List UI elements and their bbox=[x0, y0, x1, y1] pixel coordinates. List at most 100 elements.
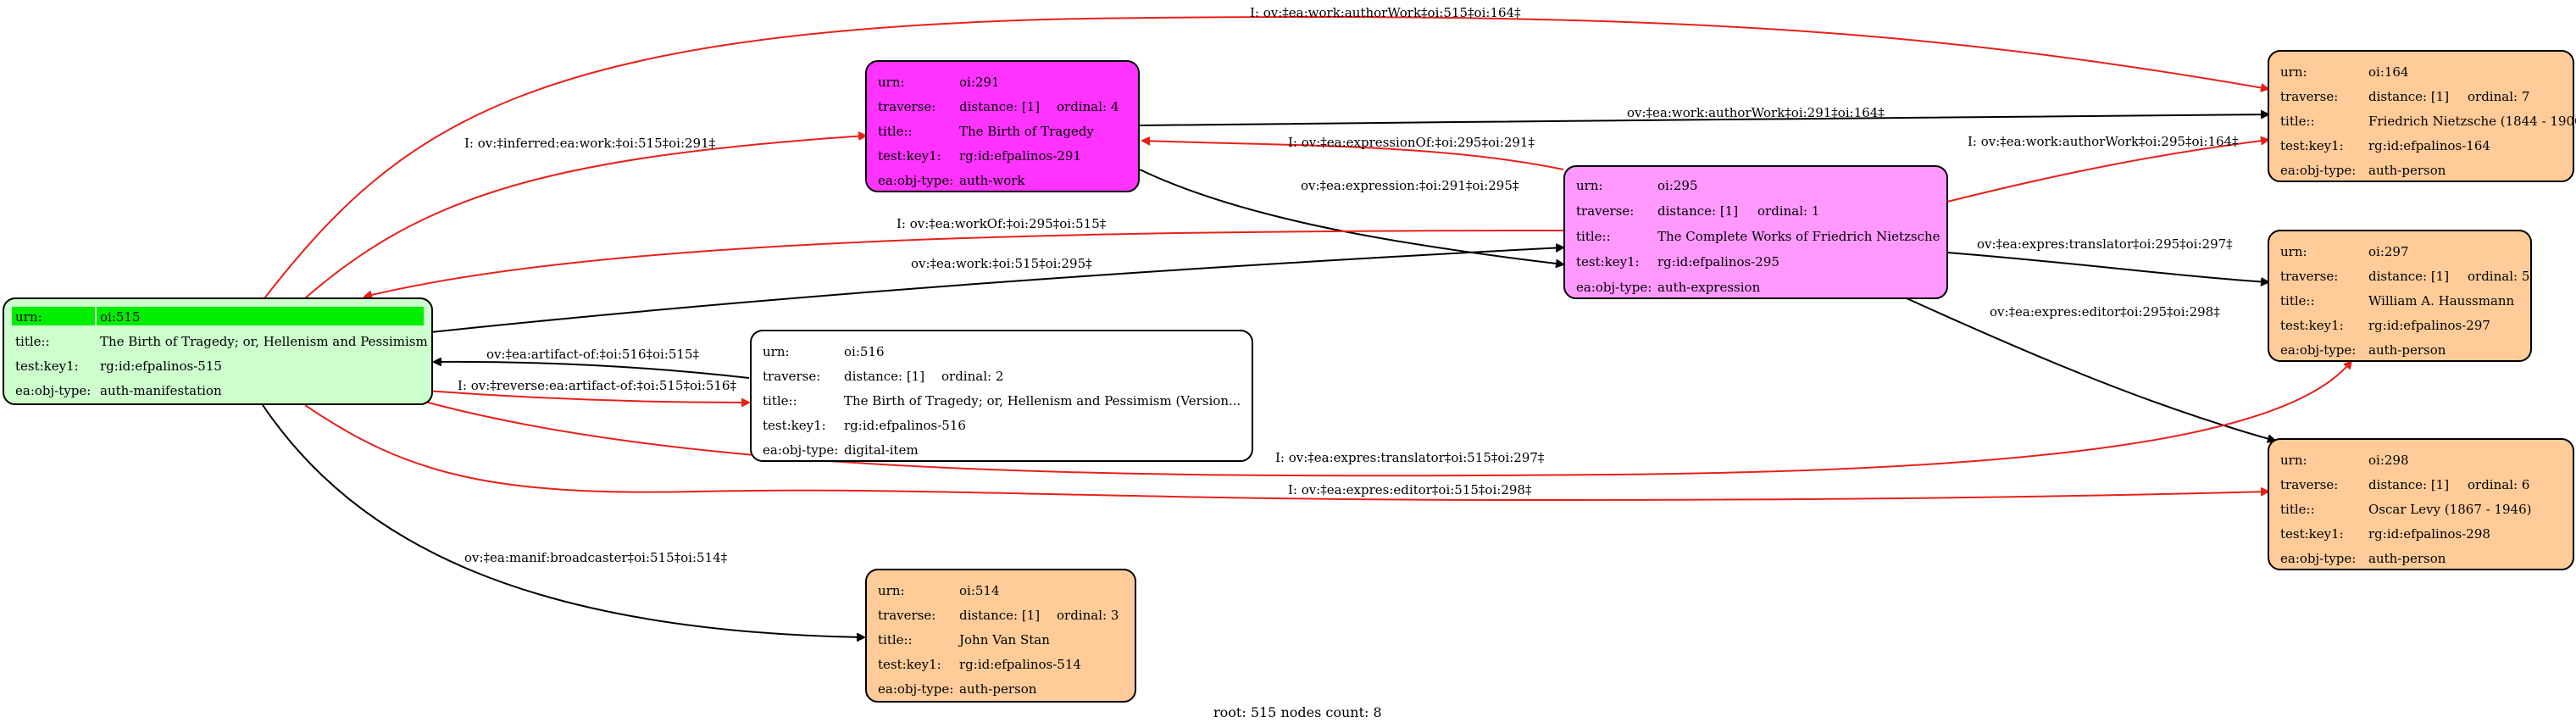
field-label-type: ea:obj-type: bbox=[763, 442, 838, 458]
field-label-urn: urn: bbox=[15, 309, 42, 325]
field-value-ordinal: ordinal: 3 bbox=[1057, 608, 1119, 623]
field-label-key: test:key1: bbox=[878, 148, 941, 164]
edge-515-514-broadcaster: ov:‡ea:manif:broadcaster‡oi:515‡oi:514‡ bbox=[262, 404, 864, 637]
edge-label: ov:‡ea:expres:translator‡oi:295‡oi:297‡ bbox=[1977, 236, 2233, 252]
field-value-distance: distance: [1] bbox=[959, 608, 1040, 623]
field-value-distance: distance: [1] bbox=[2368, 89, 2449, 104]
edge-label: ov:‡ea:manif:broadcaster‡oi:515‡oi:514‡ bbox=[464, 550, 728, 565]
field-label-traverse: traverse: bbox=[763, 369, 820, 384]
field-value-key: rg:id:efpalinos-291 bbox=[959, 148, 1081, 164]
field-label-urn: urn: bbox=[2280, 453, 2307, 468]
edge-295-297-translator: ov:‡ea:expres:translator‡oi:295‡oi:297‡ bbox=[1946, 236, 2268, 282]
field-label-key: test:key1: bbox=[763, 418, 826, 433]
edge-515-297-translator: I: ov:‡ea:expres:translator‡oi:515‡oi:29… bbox=[406, 361, 2351, 477]
edge-label: ov:‡ea:expres:editor‡oi:295‡oi:298‡ bbox=[1990, 304, 2220, 320]
field-label-urn: urn: bbox=[1576, 178, 1603, 193]
field-value-distance: distance: [1] bbox=[2368, 269, 2449, 284]
node-oi-164[interactable]: urn: oi:164 traverse: distance: [1] ordi… bbox=[2268, 50, 2576, 182]
field-value-type: auth-expression bbox=[1657, 280, 1761, 295]
edge-291-295-expression: ov:‡ea:expression:‡oi:291‡oi:295‡ bbox=[1139, 169, 1563, 264]
edge-516-515-artifactof: ov:‡ea:artifact-of:‡oi:516‡oi:515‡ bbox=[434, 347, 750, 379]
field-label-title: title:: bbox=[763, 393, 797, 408]
field-label-traverse: traverse: bbox=[878, 608, 935, 623]
edge-label: I: ov:‡reverse:ea:artifact-of:‡oi:515‡oi… bbox=[458, 378, 736, 393]
field-label-title: title:: bbox=[2280, 502, 2315, 517]
edge-515-298-editor: I: ov:‡ea:expres:editor‡oi:515‡oi:298‡ bbox=[304, 404, 2268, 502]
field-value-urn: oi:295 bbox=[1657, 178, 1698, 193]
field-label-urn: urn: bbox=[878, 75, 905, 90]
edge-515-516-reverse: I: ov:‡reverse:ea:artifact-of:‡oi:515‡oi… bbox=[414, 378, 749, 403]
edge-295-298-editor: ov:‡ea:expres:editor‡oi:295‡oi:298‡ bbox=[1906, 297, 2275, 441]
edge-295-164-authorwork: I: ov:‡ea:work:authorWork‡oi:295‡oi:164‡ bbox=[1946, 134, 2268, 203]
field-label-type: ea:obj-type: bbox=[1576, 280, 1652, 295]
field-value-distance: distance: [1] bbox=[1657, 203, 1738, 219]
field-label-key: test:key1: bbox=[2280, 318, 2344, 333]
field-value-distance: distance: [1] bbox=[844, 369, 924, 384]
edge-515-291-inferred: I: ov:‡inferred:ea:work:‡oi:515‡oi:291‡ bbox=[304, 136, 866, 299]
field-value-title: Oscar Levy (1867 - 1946) bbox=[2368, 502, 2532, 517]
field-label-type: ea:obj-type: bbox=[15, 383, 91, 398]
field-value-ordinal: ordinal: 2 bbox=[941, 369, 1003, 384]
field-value-key: rg:id:efpalinos-516 bbox=[844, 418, 966, 433]
field-value-urn: oi:514 bbox=[959, 583, 1000, 598]
edge-295-515-workof: I: ov:‡ea:workOf:‡oi:295‡oi:515‡ bbox=[364, 216, 1564, 297]
field-value-urn: oi:297 bbox=[2368, 244, 2409, 259]
edge-label: ov:‡ea:work:authorWork‡oi:291‡oi:164‡ bbox=[1627, 105, 1885, 120]
field-value-ordinal: ordinal: 7 bbox=[2468, 89, 2529, 104]
field-label-type: ea:obj-type: bbox=[878, 173, 953, 188]
field-label-traverse: traverse: bbox=[2280, 89, 2338, 104]
node-oi-295[interactable]: urn: oi:295 traverse: distance: [1] ordi… bbox=[1563, 165, 1948, 299]
field-value-title: The Birth of Tragedy bbox=[959, 124, 1094, 139]
field-label-key: test:key1: bbox=[2280, 526, 2344, 542]
field-label-urn: urn: bbox=[763, 344, 790, 359]
field-label-traverse: traverse: bbox=[2280, 477, 2338, 492]
field-value-urn: oi:164 bbox=[2368, 64, 2409, 80]
node-oi-291[interactable]: urn: oi:291 traverse: distance: [1] ordi… bbox=[865, 60, 1140, 192]
edge-label: ov:‡ea:work:‡oi:515‡oi:295‡ bbox=[911, 256, 1092, 271]
edge-label: I: ov:‡ea:expres:translator‡oi:515‡oi:29… bbox=[1275, 450, 1545, 465]
edge-label: I: ov:‡ea:expressionOf:‡oi:295‡oi:291‡ bbox=[1288, 135, 1535, 150]
field-value-type: auth-person bbox=[2368, 163, 2446, 178]
field-value-urn: oi:291 bbox=[959, 75, 1000, 90]
edge-label: I: ov:‡ea:expres:editor‡oi:515‡oi:298‡ bbox=[1288, 482, 1532, 497]
node-oi-516[interactable]: urn: oi:516 traverse: distance: [1] ordi… bbox=[750, 330, 1253, 462]
edge-295-291-expressionof: I: ov:‡ea:expressionOf:‡oi:295‡oi:291‡ bbox=[1142, 135, 1564, 170]
field-label-urn: urn: bbox=[2280, 244, 2307, 259]
field-label-key: test:key1: bbox=[2280, 138, 2344, 153]
field-label-type: ea:obj-type: bbox=[2280, 551, 2356, 566]
field-value-title: The Complete Works of Friedrich Nietzsch… bbox=[1657, 229, 1940, 244]
field-label-type: ea:obj-type: bbox=[2280, 163, 2356, 178]
edges: I: ov:‡ea:work:authorWork‡oi:515‡oi:164‡… bbox=[262, 5, 2351, 637]
field-label-key: test:key1: bbox=[1576, 254, 1640, 270]
field-value-key: rg:id:efpalinos-514 bbox=[959, 657, 1081, 672]
field-value-type: auth-work bbox=[959, 173, 1025, 188]
field-value-ordinal: ordinal: 5 bbox=[2468, 269, 2529, 284]
field-value-title: John Van Stan bbox=[958, 632, 1050, 647]
edge-label: I: ov:‡inferred:ea:work:‡oi:515‡oi:291‡ bbox=[464, 136, 716, 151]
field-value-ordinal: ordinal: 4 bbox=[1057, 99, 1119, 114]
edge-label: I: ov:‡ea:work:authorWork‡oi:515‡oi:164‡ bbox=[1250, 5, 1521, 20]
node-oi-515-root[interactable]: urn: oi:515 title:: The Birth of Tragedy… bbox=[3, 297, 433, 405]
node-oi-297[interactable]: urn: oi:297 traverse: distance: [1] ordi… bbox=[2268, 230, 2532, 362]
field-label-title: title:: bbox=[878, 124, 913, 139]
graph-footer: root: 515 nodes count: 8 bbox=[1213, 704, 1382, 720]
field-value-urn: oi:515 bbox=[100, 309, 141, 325]
field-value-type: digital-item bbox=[844, 442, 919, 458]
field-label-urn: urn: bbox=[2280, 64, 2307, 80]
edge-label: I: ov:‡ea:workOf:‡oi:295‡oi:515‡ bbox=[897, 216, 1107, 231]
field-value-key: rg:id:efpalinos-297 bbox=[2368, 318, 2490, 333]
field-label-title: title:: bbox=[15, 334, 50, 349]
edge-291-164-authorwork: ov:‡ea:work:authorWork‡oi:291‡oi:164‡ bbox=[1139, 105, 2268, 126]
field-label-key: test:key1: bbox=[15, 358, 79, 374]
field-value-ordinal: ordinal: 1 bbox=[1757, 203, 1819, 219]
field-label-title: title:: bbox=[1576, 229, 1611, 244]
node-oi-514[interactable]: urn: oi:514 traverse: distance: [1] ordi… bbox=[865, 569, 1136, 703]
field-label-title: title:: bbox=[2280, 293, 2315, 308]
field-label-type: ea:obj-type: bbox=[878, 681, 953, 697]
field-label-traverse: traverse: bbox=[1576, 203, 1634, 219]
edge-515-295-work: ov:‡ea:work:‡oi:515‡oi:295‡ bbox=[430, 247, 1563, 333]
field-label-title: title:: bbox=[2280, 114, 2315, 129]
field-value-distance: distance: [1] bbox=[2368, 477, 2449, 492]
field-label-traverse: traverse: bbox=[878, 99, 935, 114]
node-oi-298[interactable]: urn: oi:298 traverse: distance: [1] ordi… bbox=[2268, 438, 2574, 570]
